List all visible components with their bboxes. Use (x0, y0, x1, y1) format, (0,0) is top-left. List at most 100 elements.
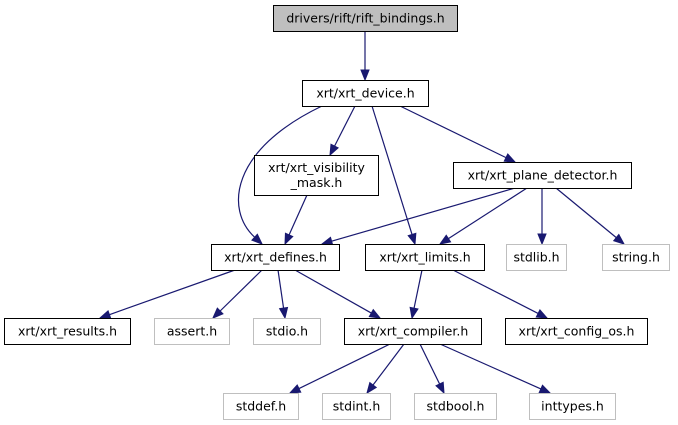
edge-line (294, 269, 372, 314)
arrowhead-icon (538, 384, 552, 394)
node-xrt-device[interactable]: xrt/xrt_device.h (302, 80, 429, 107)
node-xrt-compiler[interactable]: xrt/xrt_compiler.h (344, 318, 482, 345)
edge-line (334, 105, 356, 147)
node-stdint: stdint.h (322, 393, 391, 420)
arrowhead-icon (329, 143, 339, 157)
node-box (453, 162, 632, 189)
node-box (302, 80, 429, 107)
arrowhead-icon (409, 306, 419, 320)
edge-xrt-visibility-mask-to-xrt-defines (284, 194, 308, 246)
node-label: stdbool.h (427, 399, 485, 414)
edge-xrt-plane-detector-to-stdlib (537, 188, 547, 246)
arrowhead-icon (360, 69, 370, 82)
edge-line (288, 194, 308, 236)
edge-line (419, 343, 441, 385)
node-box (602, 244, 670, 271)
node-box (273, 5, 458, 32)
arrowhead-icon (612, 233, 626, 245)
node-label: _mask.h (290, 175, 343, 190)
arrowhead-icon (284, 232, 294, 246)
node-xrt-plane-detector[interactable]: xrt/xrt_plane_detector.h (453, 162, 632, 189)
node-xrt-defines[interactable]: xrt/xrt_defines.h (211, 244, 340, 271)
edge-xrt-limits-to-xrt-config-os (452, 269, 549, 319)
node-xrt-visibility-mask[interactable]: xrt/xrt_visibility_mask.h (254, 155, 379, 196)
edge-line (399, 105, 507, 159)
node-label: xrt/xrt_limits.h (379, 250, 470, 265)
edge-xrt-compiler-to-inttypes (439, 343, 552, 394)
node-label: assert.h (167, 324, 217, 339)
node-box (529, 393, 616, 420)
edge-xrt-plane-detector-to-string (555, 187, 626, 245)
edges-layer (98, 31, 626, 395)
edge-xrt-defines-to-stdio (277, 269, 289, 320)
node-box (414, 393, 497, 420)
arrowhead-icon (537, 233, 547, 246)
edge-line (219, 269, 263, 312)
edge-xrt-limits-to-xrt-compiler (409, 269, 423, 320)
arrowhead-icon (320, 236, 334, 246)
edge-line (331, 187, 516, 242)
node-label: stdio.h (266, 324, 308, 339)
edge-xrt-device-to-xrt-defines (237, 105, 323, 245)
node-box (253, 318, 321, 345)
edge-xrt-compiler-to-stddef (288, 343, 391, 394)
node-stdlib: stdlib.h (506, 244, 567, 271)
node-label: inttypes.h (541, 399, 604, 414)
edge-line (109, 269, 236, 316)
edge-line (237, 105, 323, 238)
node-label: stdint.h (333, 399, 381, 414)
node-label: drivers/rift/rift_bindings.h (286, 11, 444, 26)
node-box (4, 318, 131, 345)
arrowhead-icon (535, 309, 549, 319)
node-stddef: stddef.h (223, 393, 299, 420)
node-assert: assert.h (154, 318, 230, 345)
arrowhead-icon (368, 308, 382, 319)
node-label: stdlib.h (513, 250, 559, 265)
node-label: xrt/xrt_compiler.h (358, 324, 469, 339)
edge-line (439, 343, 542, 390)
arrowhead-icon (503, 153, 517, 163)
edge-line (298, 343, 391, 390)
node-rift-bindings[interactable]: drivers/rift/rift_bindings.h (273, 5, 458, 32)
nodes-layer: drivers/rift/rift_bindings.h xrt/xrt_devi… (4, 5, 670, 420)
arrowhead-icon (407, 232, 417, 246)
node-label: xrt/xrt_defines.h (224, 250, 327, 265)
edge-xrt-defines-to-xrt-results (98, 269, 236, 319)
node-box (223, 393, 299, 420)
edge-line (371, 105, 413, 235)
node-label: xrt/xrt_device.h (316, 86, 414, 101)
node-box (322, 393, 391, 420)
arrowhead-icon (251, 233, 263, 245)
node-label: xrt/xrt_results.h (18, 324, 117, 339)
node-string: string.h (602, 244, 670, 271)
node-label: xrt/xrt_config_os.h (519, 324, 635, 339)
arrowhead-icon (435, 381, 445, 395)
node-box (254, 155, 379, 196)
node-label: string.h (612, 250, 660, 265)
edge-xrt-device-to-xrt-visibility-mask (329, 105, 356, 157)
node-xrt-limits[interactable]: xrt/xrt_limits.h (365, 244, 485, 271)
node-stdbool: stdbool.h (414, 393, 497, 420)
node-box (344, 318, 482, 345)
arrowhead-icon (212, 307, 224, 319)
edge-xrt-compiler-to-stdbool (419, 343, 445, 395)
edge-line (555, 187, 617, 239)
arrowhead-icon (366, 381, 378, 395)
edge-xrt-device-to-xrt-plane-detector (399, 105, 517, 163)
node-label: xrt/xrt_plane_detector.h (468, 168, 618, 183)
edge-xrt-plane-detector-to-xrt-defines (320, 187, 516, 246)
edge-xrt-device-to-xrt-limits (371, 105, 417, 246)
arrowhead-icon (278, 306, 289, 320)
edge-line (277, 269, 285, 309)
node-box (211, 244, 340, 271)
edge-line (448, 187, 528, 240)
edge-xrt-plane-detector-to-xrt-limits (438, 187, 528, 245)
node-xrt-results[interactable]: xrt/xrt_results.h (4, 318, 131, 345)
node-label: xrt/xrt_visibility (268, 160, 365, 175)
node-xrt-config-os[interactable]: xrt/xrt_config_os.h (505, 318, 648, 345)
arrowhead-icon (98, 310, 112, 319)
node-box (365, 244, 485, 271)
edge-rift-bindings-to-xrt-device (360, 31, 370, 82)
edge-xrt-defines-to-assert (212, 269, 263, 319)
